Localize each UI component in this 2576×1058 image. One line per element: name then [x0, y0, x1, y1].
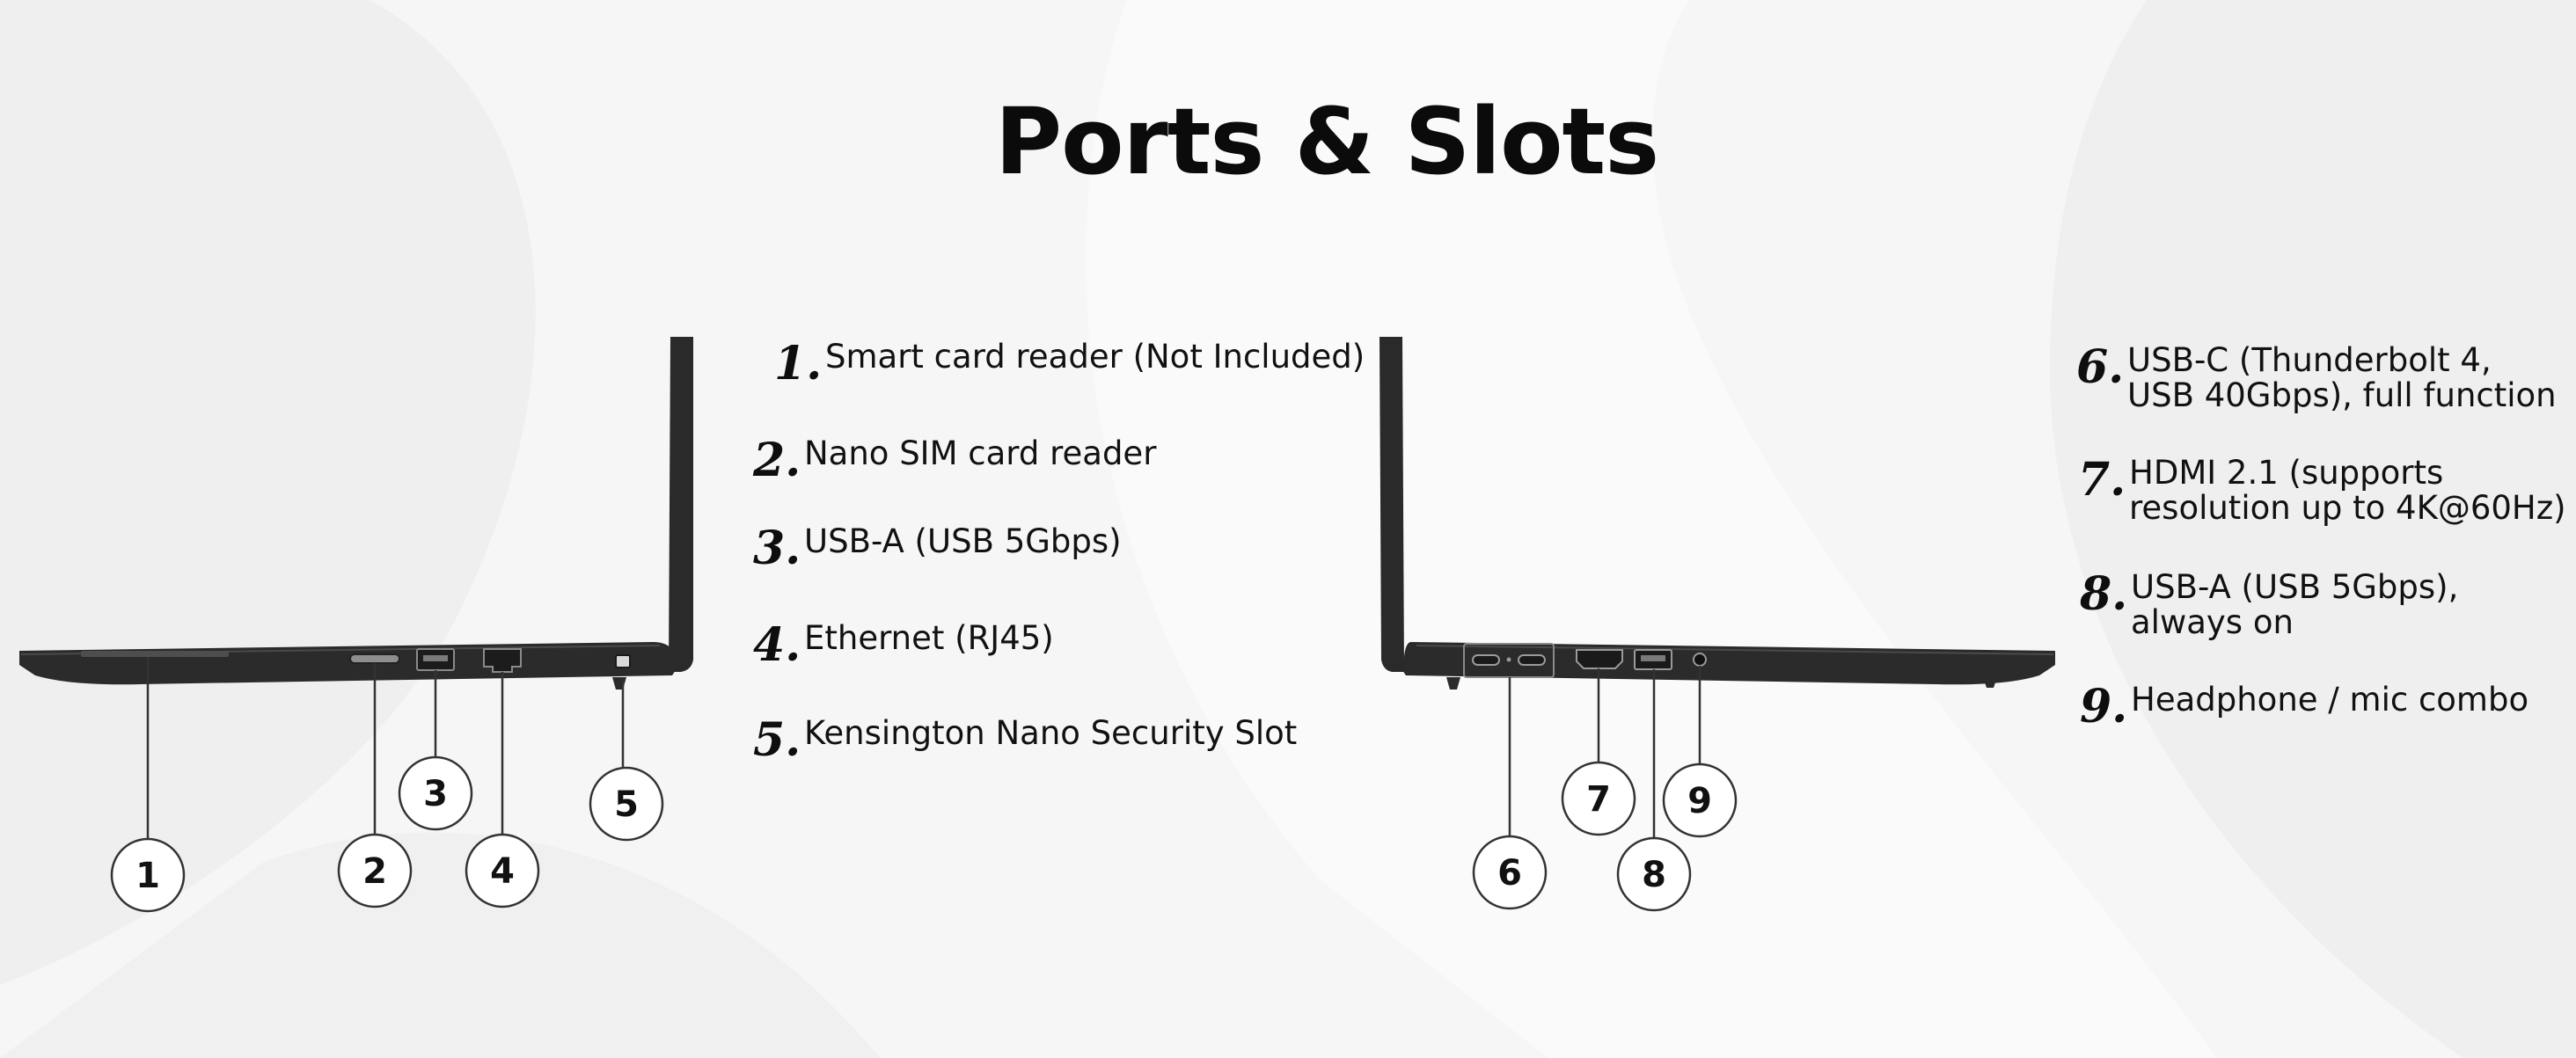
callout-8: 8: [1616, 836, 1692, 912]
svg-text:5: 5: [614, 784, 639, 825]
kensington-slot: [615, 654, 631, 668]
usb-c-port-a: [1472, 654, 1500, 666]
legend-number: 1.: [774, 337, 823, 390]
legend-item-8: 8. USB-A (USB 5Gbps), always on: [2080, 570, 2458, 640]
legend-text: HDMI 2.1 (supports resolution up to 4K@6…: [2129, 454, 2566, 527]
legend-item-3: 3. USB-A (USB 5Gbps): [753, 524, 1122, 572]
svg-text:8: 8: [1642, 855, 1666, 895]
callout-7: 7: [1561, 761, 1636, 836]
legend-item-6: 6. USB-C (Thunderbolt 4, USB 40Gbps), fu…: [2076, 343, 2557, 413]
legend-number: 2.: [753, 434, 801, 487]
svg-text:7: 7: [1586, 779, 1611, 820]
legend-item-2: 2. Nano SIM card reader: [753, 436, 1156, 484]
legend-number: 7.: [2078, 453, 2126, 507]
left-laptop-side-view: [19, 337, 693, 690]
svg-text:2: 2: [362, 851, 387, 892]
usb-c-port-b: [1518, 654, 1546, 666]
callout-1: 1: [110, 837, 186, 913]
svg-text:3: 3: [423, 774, 448, 814]
svg-text:1: 1: [135, 856, 160, 896]
legend-number: 6.: [2076, 340, 2125, 394]
svg-text:9: 9: [1687, 781, 1712, 821]
legend-text: Kensington Nano Security Slot: [804, 714, 1298, 752]
legend-number: 8.: [2080, 567, 2128, 621]
legend-number: 9.: [2080, 680, 2128, 733]
callout-9: 9: [1662, 762, 1738, 838]
legend-item-4: 4. Ethernet (RJ45): [753, 621, 1054, 668]
svg-text:4: 4: [490, 851, 515, 892]
svg-text:6: 6: [1497, 853, 1522, 894]
legend-number: 3.: [753, 522, 801, 575]
callout-4: 4: [465, 833, 540, 908]
legend-text: USB-A (USB 5Gbps): [804, 522, 1122, 560]
ethernet-port: [483, 648, 522, 673]
left-laptop-screen: [669, 337, 693, 672]
legend-item-7: 7. HDMI 2.1 (supports resolution up to 4…: [2078, 456, 2566, 526]
legend-text: Nano SIM card reader: [804, 434, 1157, 472]
smart-card-slot: [81, 651, 229, 657]
left-laptop-base: [19, 642, 676, 685]
nano-sim-slot: [349, 653, 400, 664]
legend-number: 5.: [753, 713, 801, 767]
right-laptop-screen: [1379, 337, 1404, 672]
legend-text: Ethernet (RJ45): [804, 619, 1054, 657]
legend-text: USB-C (Thunderbolt 4, USB 40Gbps), full …: [2127, 341, 2557, 414]
legend-item-5: 5. Kensington Nano Security Slot: [753, 716, 1297, 763]
page-title: Ports & Slots: [994, 88, 1659, 195]
callout-6: 6: [1472, 835, 1548, 910]
legend-text: USB-A (USB 5Gbps), always on: [2131, 568, 2459, 641]
legend-text: Smart card reader (Not Included): [825, 338, 1365, 376]
callout-2: 2: [337, 833, 413, 908]
hdmi-port: [1576, 649, 1623, 669]
right-laptop-foot: [1446, 677, 1460, 690]
headphone-jack: [1693, 653, 1707, 667]
right-laptop-side-view: [1379, 337, 2055, 690]
legend-item-9: 9. Headphone / mic combo: [2080, 682, 2528, 730]
callout-3: 3: [398, 755, 473, 831]
legend-item-1: 1. Smart card reader (Not Included): [774, 339, 1365, 387]
right-laptop-base: [1402, 642, 2055, 685]
legend-text: Headphone / mic combo: [2131, 681, 2529, 719]
callout-5: 5: [589, 766, 664, 842]
left-laptop-foot: [612, 677, 626, 690]
legend-number: 4.: [753, 618, 801, 672]
